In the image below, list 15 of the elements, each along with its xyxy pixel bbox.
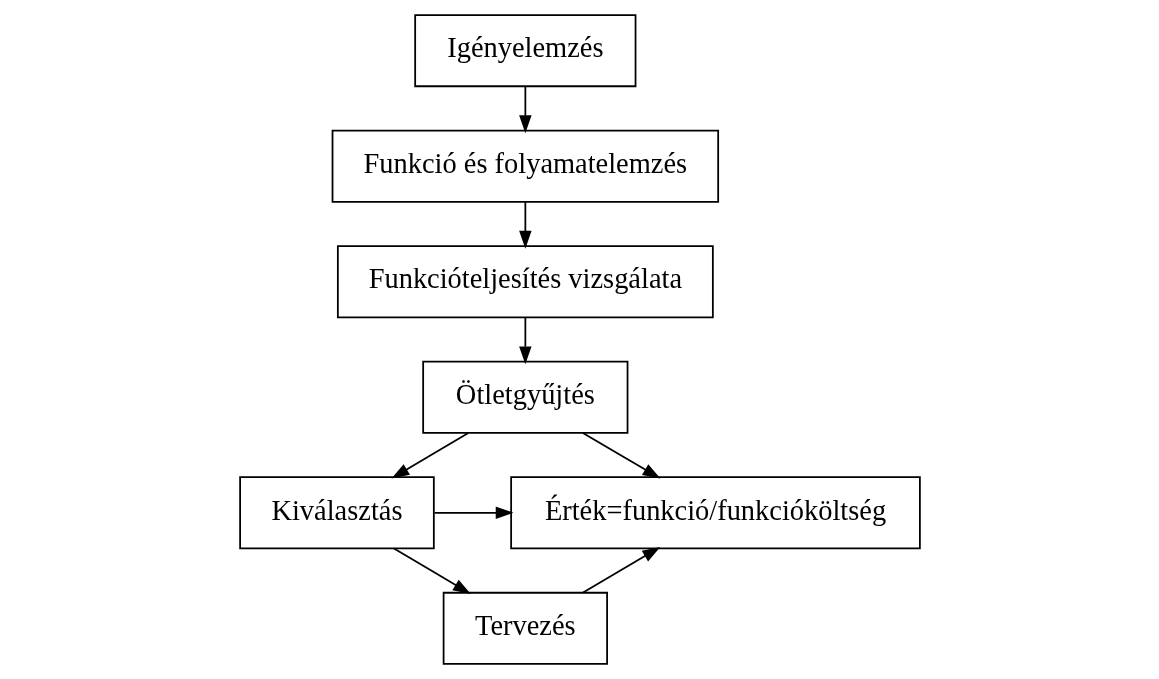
node-box: Kiválasztás bbox=[238, 476, 435, 550]
node-box: Funkcióteljesítés vizsgálata bbox=[336, 245, 714, 319]
arrow bbox=[518, 201, 532, 249]
arrow bbox=[391, 432, 469, 479]
node-box: Igényelemzés bbox=[413, 14, 636, 88]
arrow bbox=[518, 85, 532, 134]
arrow bbox=[581, 432, 660, 479]
arrow bbox=[433, 506, 514, 519]
node-box: Ötletgyűjtés bbox=[421, 360, 628, 434]
arrow bbox=[518, 316, 532, 365]
arrow bbox=[581, 547, 660, 594]
node-box: Funkció és folyamatelemzés bbox=[331, 129, 719, 203]
node-box: Tervezés bbox=[442, 591, 608, 665]
node-box: Érték=funkció/funkcióköltség bbox=[509, 476, 921, 550]
arrow bbox=[392, 547, 471, 595]
